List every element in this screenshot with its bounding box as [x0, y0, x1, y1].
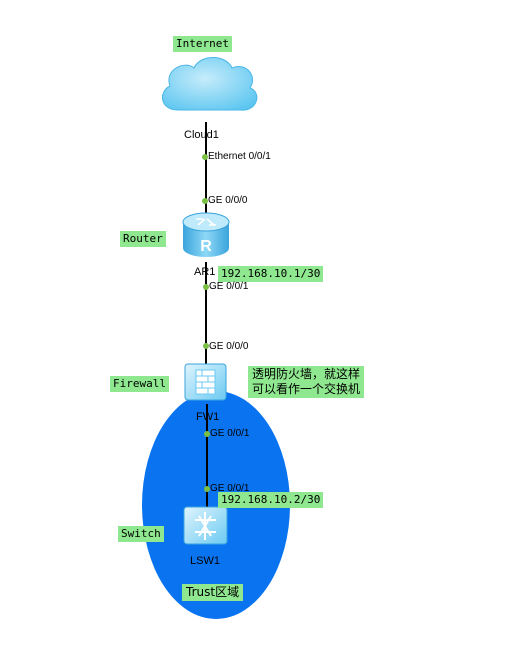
switch-ip-tag: 192.168.10.2/30	[218, 492, 324, 508]
firewall-icon[interactable]	[184, 363, 227, 401]
cloud-icon[interactable]	[162, 57, 258, 111]
switch-name: LSW1	[190, 555, 220, 567]
port-dot-fw-down	[204, 431, 210, 437]
cloud-name: Cloud1	[184, 129, 219, 141]
svg-text:R: R	[200, 238, 212, 255]
switch-tag: Switch	[118, 526, 164, 542]
port-dot-sw-up	[204, 486, 210, 492]
router-ip-tag: 192.168.10.1/30	[218, 266, 324, 282]
firewall-name: FW1	[196, 411, 220, 423]
port-label-cloud-down: Ethernet 0/0/1	[208, 151, 271, 162]
port-label-fw-up: GE 0/0/0	[209, 341, 249, 352]
internet-tag: Internet	[173, 36, 232, 52]
switch-icon[interactable]	[183, 506, 228, 545]
port-dot-fw-up	[203, 343, 209, 349]
port-label-router-down: GE 0/0/1	[209, 281, 249, 292]
router-name: AR1	[194, 266, 216, 278]
port-label-sw-up: GE 0/0/1	[210, 483, 250, 494]
trust-zone	[142, 391, 290, 619]
trust-zone-label: Trust区域	[182, 584, 244, 601]
port-label-fw-down: GE 0/0/1	[210, 428, 250, 439]
port-dot-cloud-down	[202, 154, 208, 160]
router-tag: Router	[120, 231, 166, 247]
port-dot-router-down	[203, 284, 209, 290]
port-dot-router-up	[202, 198, 208, 204]
router-icon[interactable]: R	[182, 212, 230, 257]
firewall-note: 透明防火墙，就这样 可以看作一个交换机	[248, 366, 365, 398]
port-label-router-up: GE 0/0/0	[208, 195, 248, 206]
firewall-tag: Firewall	[110, 376, 169, 392]
